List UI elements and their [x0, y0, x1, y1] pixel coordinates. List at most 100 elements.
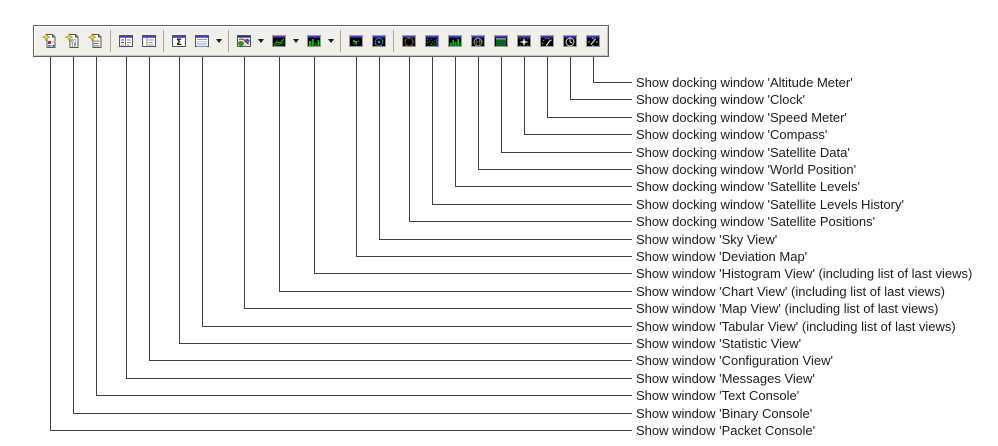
callout-line-tabular-view	[202, 57, 632, 327]
toolbar-button-messages-view[interactable]	[114, 29, 137, 53]
world-position-icon	[470, 33, 486, 49]
callout-label-text-console: Show window 'Text Console'	[636, 387, 800, 403]
configuration-view-icon	[141, 33, 157, 49]
callout-label-sky-view: Show window 'Sky View'	[636, 231, 778, 247]
toolbar-button-sky-view[interactable]	[367, 29, 390, 53]
toolbar-separator	[228, 30, 229, 52]
callout-line-histogram-view	[314, 57, 632, 274]
callout-label-map-view: Show window 'Map View' (including list o…	[636, 300, 939, 316]
map-view-icon	[236, 33, 252, 49]
deviation-map-icon	[348, 33, 364, 49]
chart-view-icon	[271, 33, 287, 49]
toolbar-separator	[163, 30, 164, 52]
toolbar-button-map-view[interactable]	[232, 29, 255, 53]
callout-label-chart-view: Show window 'Chart View' (including list…	[636, 283, 945, 299]
callout-line-chart-view	[279, 57, 632, 292]
toolbar-dropdown-tabular-view[interactable]	[213, 29, 225, 53]
tabular-view-icon	[194, 33, 210, 49]
toolbar-button-altitude-meter[interactable]	[581, 29, 604, 53]
toolbar-button-tabular-view[interactable]	[190, 29, 213, 53]
toolbar-button-histogram-view[interactable]	[302, 29, 325, 53]
chevron-down-icon	[216, 39, 222, 43]
callout-line-sky-view	[379, 57, 632, 240]
callout-line-deviation-map	[356, 57, 632, 257]
callout-label-packet-console: Show window 'Packet Console'	[636, 422, 816, 438]
toolbar-button-text-console[interactable]	[84, 29, 107, 53]
toolbar-button-configuration-view[interactable]	[137, 29, 160, 53]
satellite-positions-icon	[401, 33, 417, 49]
toolbar-button-satellite-levels-history[interactable]	[420, 29, 443, 53]
callout-label-compass: Show docking window 'Compass'	[636, 126, 828, 142]
satellite-levels-history-icon	[424, 33, 440, 49]
toolbar-separator	[393, 30, 394, 52]
satellite-data-icon	[493, 33, 509, 49]
compass-icon	[516, 33, 532, 49]
callout-line-speed-meter	[547, 57, 632, 118]
toolbar-button-statistic-view[interactable]: Σ	[167, 29, 190, 53]
toolbar-button-compass[interactable]	[512, 29, 535, 53]
callout-label-speed-meter: Show docking window 'Speed Meter'	[636, 109, 847, 125]
callout-label-satellite-positions: Show docking window 'Satellite Positions…	[636, 213, 876, 229]
toolbar-separator	[340, 30, 341, 52]
callout-line-text-console	[96, 57, 632, 396]
toolbar-dropdown-map-view[interactable]	[255, 29, 267, 53]
callout-line-altitude-meter	[593, 57, 632, 83]
toolbar-button-packet-console[interactable]	[38, 29, 61, 53]
callout-line-messages-view	[126, 57, 632, 379]
histogram-view-icon	[306, 33, 322, 49]
callout-label-altitude-meter: Show docking window 'Altitude Meter'	[636, 74, 853, 90]
toolbar-button-satellite-positions[interactable]	[397, 29, 420, 53]
callout-label-histogram-view: Show window 'Histogram View' (including …	[636, 265, 973, 281]
callout-line-binary-console	[73, 57, 632, 414]
chevron-down-icon	[258, 39, 264, 43]
callout-label-satellite-levels: Show docking window 'Satellite Levels'	[636, 178, 860, 194]
callout-line-compass	[524, 57, 632, 135]
callout-line-satellite-levels	[455, 57, 632, 187]
toolbar-button-satellite-levels[interactable]	[443, 29, 466, 53]
callout-line-statistic-view	[179, 57, 632, 344]
satellite-levels-icon	[447, 33, 463, 49]
svg-text:Σ: Σ	[176, 38, 182, 48]
clock-icon	[562, 33, 578, 49]
svg-text:01: 01	[71, 39, 77, 45]
altitude-meter-icon	[585, 33, 601, 49]
callout-label-satellite-data: Show docking window 'Satellite Data'	[636, 144, 850, 160]
callout-label-satellite-levels-history: Show docking window 'Satellite Levels Hi…	[636, 196, 904, 212]
sky-view-icon	[371, 33, 387, 49]
callout-label-messages-view: Show window 'Messages View'	[636, 370, 815, 386]
toolbar-button-world-position[interactable]	[466, 29, 489, 53]
callout-line-world-position	[478, 57, 632, 170]
callout-label-configuration-view: Show window 'Configuration View'	[636, 352, 833, 368]
toolbar-dropdown-chart-view[interactable]	[290, 29, 302, 53]
chevron-down-icon	[293, 39, 299, 43]
toolbar-button-speed-meter[interactable]	[535, 29, 558, 53]
callout-label-binary-console: Show window 'Binary Console'	[636, 405, 813, 421]
speed-meter-icon	[539, 33, 555, 49]
new-text-console-icon	[87, 33, 104, 49]
callout-line-clock	[570, 57, 632, 100]
toolbar-button-satellite-data[interactable]	[489, 29, 512, 53]
toolbar-button-clock[interactable]	[558, 29, 581, 53]
callout-line-configuration-view	[149, 57, 632, 361]
callout-line-satellite-data	[501, 57, 632, 153]
statistic-view-icon: Σ	[171, 33, 187, 49]
toolbar-dropdown-histogram-view[interactable]	[325, 29, 337, 53]
callout-line-satellite-levels-history	[432, 57, 632, 205]
callout-label-world-position: Show docking window 'World Position'	[636, 161, 857, 177]
toolbar-button-deviation-map[interactable]	[344, 29, 367, 53]
svg-text:10: 10	[71, 43, 77, 49]
messages-view-icon	[118, 33, 134, 49]
chevron-down-icon	[328, 39, 334, 43]
new-packet-console-icon	[41, 33, 58, 49]
callout-label-deviation-map: Show window 'Deviation Map'	[636, 248, 808, 264]
toolbar-button-chart-view[interactable]	[267, 29, 290, 53]
callout-line-satellite-positions	[409, 57, 632, 222]
toolbar-separator	[110, 30, 111, 52]
callout-label-statistic-view: Show window 'Statistic View'	[636, 335, 802, 351]
callout-label-tabular-view: Show window 'Tabular View' (including li…	[636, 318, 956, 334]
callout-label-clock: Show docking window 'Clock'	[636, 91, 805, 107]
callout-line-packet-console	[50, 57, 632, 431]
